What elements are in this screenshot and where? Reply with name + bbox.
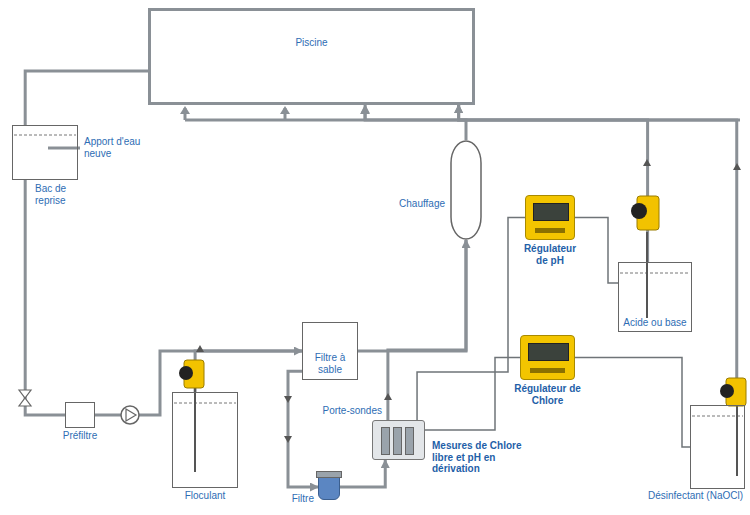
tank-node: Désinfectant (NaOCl) [690, 405, 745, 489]
node-label: Préfiltre [62, 430, 98, 442]
controller-screen [528, 343, 569, 361]
piscine-node: Piscine [148, 8, 475, 105]
flow-arrow [643, 159, 651, 166]
dosing-pump [631, 196, 659, 230]
circulation-pump [121, 406, 139, 424]
pipe-connector [288, 371, 318, 487]
nozzle-head [360, 106, 370, 114]
annotation-label: Mesures de Chlore libre et pH en dérivat… [432, 440, 544, 475]
pipe-connector [459, 105, 648, 262]
signal-wire [417, 218, 525, 421]
ellipse-node: Chauffage [450, 140, 482, 240]
reg-node: Régulateur de Chlore [520, 335, 575, 380]
box-node: Filtre à sable [302, 322, 358, 380]
controller-keys [530, 368, 565, 373]
flow-arrow [284, 396, 292, 403]
return-manifold [48, 108, 740, 148]
liquid-level [14, 135, 76, 136]
pipe-connector [388, 240, 466, 420]
nozzle-head [180, 106, 190, 114]
nozzle-head [280, 106, 290, 114]
node-label: Bac de reprise [34, 183, 86, 206]
node-label: Filtre à sable [307, 352, 353, 375]
dip-tubes [195, 232, 737, 476]
filtre-node: Filtre [318, 474, 340, 500]
pump-head [179, 366, 193, 380]
signal-wire [425, 358, 520, 431]
dosing-pump [720, 378, 746, 406]
flow-arrow [733, 163, 741, 170]
pump-head [631, 203, 647, 219]
tank-node: Acide ou base [618, 262, 692, 332]
dip-tube [646, 232, 648, 318]
porte-node: Porte-sondes [372, 420, 425, 460]
tank-node: Bac de reprise [12, 125, 78, 180]
heater-outline [450, 140, 482, 240]
pump-triangle [126, 409, 136, 421]
node-label: Porte-sondes [322, 405, 383, 417]
pump-head [720, 384, 734, 398]
liquid-levels [14, 135, 743, 416]
pipe-connector [365, 105, 466, 140]
tank-node: Floculant [172, 392, 238, 488]
liquid-level [692, 416, 743, 417]
node-label: Régulateur de pH [517, 243, 583, 266]
node-label: Désinfectant (NaOCl) [647, 490, 744, 502]
nozzle-heads [180, 106, 370, 114]
node-label: Floculant [184, 490, 227, 502]
reg-node: Régulateur de pH [525, 195, 575, 240]
flow-arrow [196, 345, 204, 352]
pipe-connector [95, 351, 302, 415]
pipe-connector [25, 180, 65, 415]
liquid-level [620, 273, 688, 274]
annotation-label: Apport d'eau neuve [84, 136, 146, 159]
signal-wire [575, 358, 690, 448]
probe [405, 427, 414, 455]
pipe-connector [25, 71, 148, 125]
probe [381, 427, 390, 455]
pipe-connector [459, 105, 737, 405]
node-label: Piscine [295, 37, 327, 49]
node-label: Chauffage [398, 198, 446, 210]
probe [393, 427, 402, 455]
filter-cap [316, 471, 342, 478]
dosing-pump [179, 360, 204, 388]
node-label: Acide ou base [623, 317, 686, 329]
pipe-connector [340, 460, 385, 487]
valve-symbol [19, 390, 31, 406]
heater-body [451, 141, 481, 239]
fresh-water-pipe [48, 147, 80, 150]
controller-keys [535, 228, 565, 233]
pipe-connector [358, 240, 466, 351]
node-label: Filtre [291, 493, 315, 505]
flow-arrow [284, 436, 292, 443]
valve [19, 390, 31, 406]
pipe-connector [195, 351, 302, 392]
liquid-level [174, 403, 236, 404]
pipe [185, 119, 740, 122]
dip-tube [194, 388, 196, 472]
dip-tube [736, 405, 738, 476]
box-node: Préfiltre [65, 402, 95, 428]
controller-screen [533, 203, 569, 221]
flow-arrow [384, 393, 392, 400]
pump-body [121, 406, 139, 424]
node-label: Régulateur de Chlore [511, 383, 585, 406]
